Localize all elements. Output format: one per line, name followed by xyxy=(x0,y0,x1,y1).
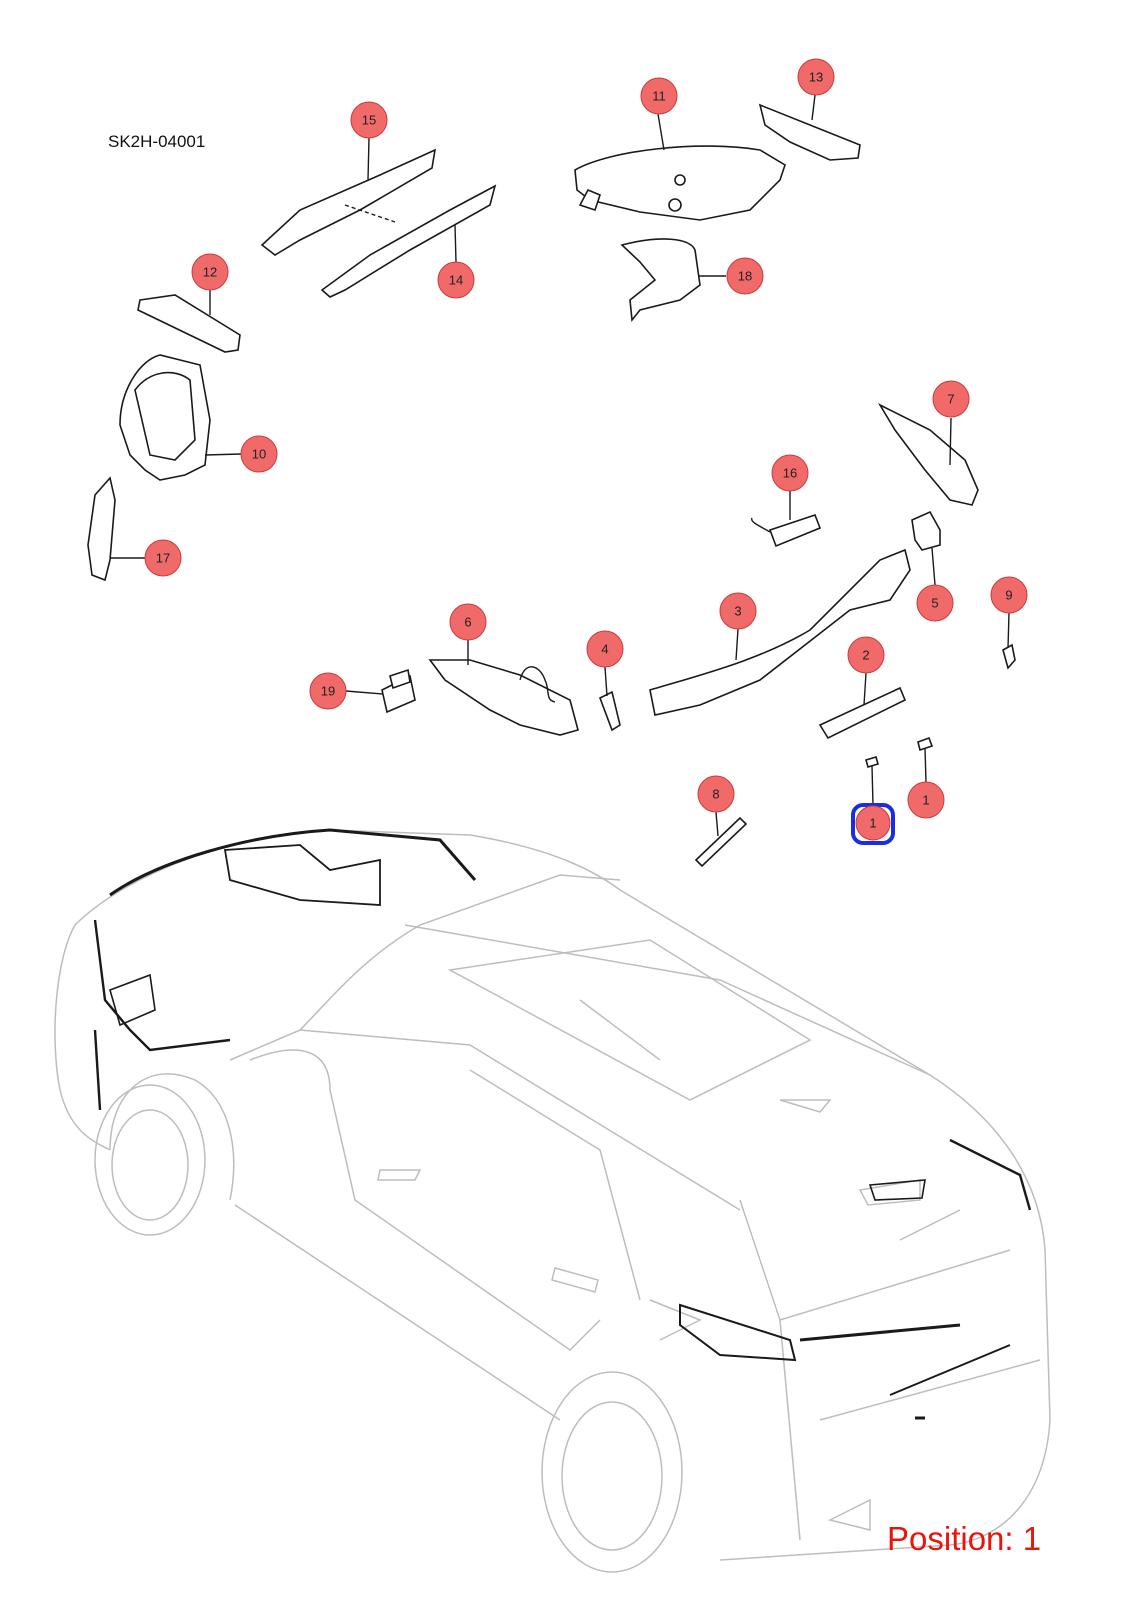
svg-text:19: 19 xyxy=(321,684,335,699)
svg-text:7: 7 xyxy=(947,392,954,407)
part-12 xyxy=(137,294,241,353)
part-2 xyxy=(818,686,907,740)
part-17 xyxy=(87,476,116,582)
callout-11[interactable]: 11 xyxy=(640,77,678,115)
svg-text:11: 11 xyxy=(652,89,666,104)
part-6 xyxy=(428,659,579,736)
callout-6[interactable]: 6 xyxy=(449,603,487,641)
callout-5[interactable]: 5 xyxy=(916,584,954,622)
callout-10[interactable]: 10 xyxy=(240,435,278,473)
svg-text:5: 5 xyxy=(931,596,938,611)
callout-15[interactable]: 15 xyxy=(350,101,388,139)
svg-text:3: 3 xyxy=(734,604,741,619)
callout-4[interactable]: 4 xyxy=(586,630,624,668)
callout-1[interactable]: 1 xyxy=(907,781,945,819)
part-3 xyxy=(649,548,911,716)
callout-18[interactable]: 18 xyxy=(726,257,764,295)
callout-9[interactable]: 9 xyxy=(990,576,1028,614)
callout-7[interactable]: 7 xyxy=(932,380,970,418)
part-14 xyxy=(320,184,497,298)
callout-14[interactable]: 14 xyxy=(437,261,475,299)
part-7 xyxy=(877,403,979,506)
part-1-b xyxy=(917,736,934,752)
svg-text:4: 4 xyxy=(601,642,608,657)
svg-text:16: 16 xyxy=(783,466,797,481)
callout-19[interactable]: 19 xyxy=(309,672,347,710)
leader-lines xyxy=(110,94,1010,837)
part-16 xyxy=(768,513,822,548)
part-9 xyxy=(1002,643,1016,670)
callout-3[interactable]: 3 xyxy=(719,592,757,630)
svg-text:9: 9 xyxy=(1005,588,1012,603)
part-4 xyxy=(598,690,621,732)
svg-text:1: 1 xyxy=(922,793,929,808)
part-18 xyxy=(620,238,701,323)
part-8 xyxy=(694,816,748,868)
svg-text:6: 6 xyxy=(464,615,471,630)
callout-1-selected[interactable]: 1 xyxy=(851,803,895,845)
part-10-inner xyxy=(134,371,196,461)
svg-text:10: 10 xyxy=(252,447,266,462)
callout-17[interactable]: 17 xyxy=(144,539,182,577)
svg-text:1: 1 xyxy=(869,816,876,831)
svg-text:8: 8 xyxy=(712,787,719,802)
position-label: Position: 1 xyxy=(887,1520,1042,1557)
part-15 xyxy=(260,148,437,256)
svg-text:12: 12 xyxy=(203,265,217,280)
callout-13[interactable]: 13 xyxy=(797,58,835,96)
installed-parts-outline xyxy=(93,828,1032,1420)
svg-text:18: 18 xyxy=(738,269,752,284)
part-11-bracket xyxy=(578,188,601,212)
callout-2[interactable]: 2 xyxy=(847,636,885,674)
svg-text:13: 13 xyxy=(809,70,823,85)
part-1-a xyxy=(865,756,879,768)
part-5 xyxy=(911,510,941,551)
svg-text:14: 14 xyxy=(449,273,463,288)
diagram-code: SK2H-04001 xyxy=(108,132,206,151)
callout-12[interactable]: 12 xyxy=(191,253,229,291)
part-19-top xyxy=(389,668,411,690)
callout-8[interactable]: 8 xyxy=(697,775,735,813)
svg-text:2: 2 xyxy=(862,648,869,663)
svg-text:15: 15 xyxy=(362,113,376,128)
svg-text:17: 17 xyxy=(156,551,170,566)
vehicle-outline xyxy=(54,829,1051,1573)
part-13 xyxy=(758,103,861,161)
callout-16[interactable]: 16 xyxy=(771,454,809,492)
